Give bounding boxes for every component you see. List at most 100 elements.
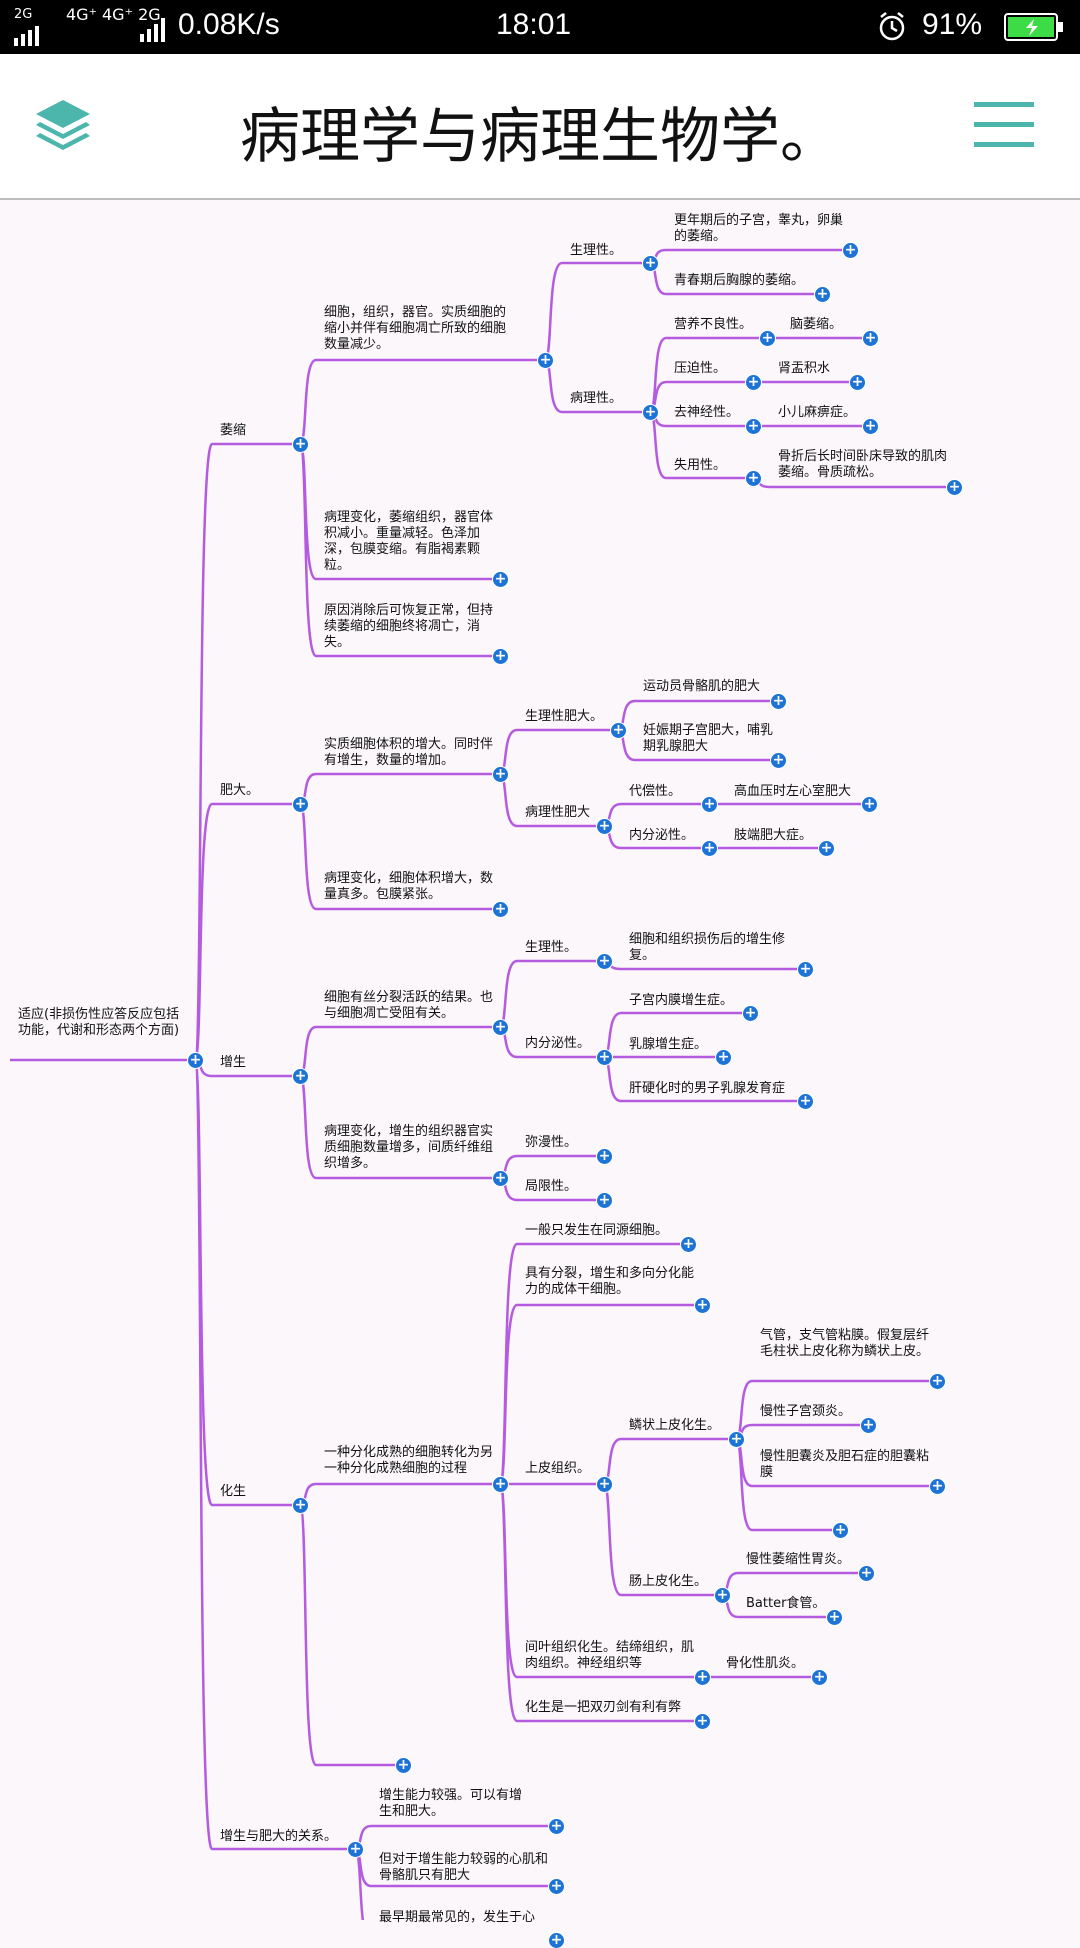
mindmap-node-a-chg[interactable]: 病理变化，萎缩组织，器官体积减小。重量减轻。色泽加深，包膜变缩。有脂褐素颗粒。 <box>324 510 494 573</box>
mindmap-node-p-e2[interactable]: 乳腺增生症。 <box>629 1037 708 1052</box>
expand-plus-icon[interactable]: + <box>493 648 508 664</box>
expand-plus-icon[interactable]: + <box>715 1587 730 1603</box>
mindmap-node-m-sq2[interactable]: 慢性子宫颈炎。 <box>760 1404 852 1419</box>
mindmap-node-a-den[interactable]: 去神经性。 <box>674 405 740 420</box>
expand-plus-icon[interactable]: + <box>293 796 308 812</box>
mindmap-node-h-path[interactable]: 病理性肥大 <box>525 805 591 820</box>
mindmap-node-m-stem[interactable]: 具有分裂，增生和多向分化能力的成体干细胞。 <box>525 1266 695 1297</box>
expand-plus-icon[interactable]: + <box>863 418 878 434</box>
expand-plus-icon[interactable]: + <box>695 1713 710 1729</box>
expand-plus-icon[interactable]: + <box>597 818 612 834</box>
expand-plus-icon[interactable]: + <box>850 374 865 390</box>
mindmap-node-m-dbl[interactable]: 化生是一把双刃剑有利有弊 <box>525 1700 682 1715</box>
expand-plus-icon[interactable]: + <box>702 796 717 812</box>
expand-plus-icon[interactable]: + <box>930 1373 945 1389</box>
mindmap-node-m-sq1[interactable]: 气管，支气管粘膜。假复层纤毛柱状上皮化称为鳞状上皮。 <box>760 1328 930 1359</box>
expand-plus-icon[interactable]: + <box>549 1878 564 1894</box>
mindmap-node-hyper[interactable]: 肥大。 <box>220 783 260 798</box>
mindmap-node-h-comp[interactable]: 代偿性。 <box>629 784 682 799</box>
mindmap-node-m-int[interactable]: 肠上皮化生。 <box>629 1574 708 1589</box>
expand-plus-icon[interactable]: + <box>716 1049 731 1065</box>
menu-icon[interactable] <box>974 100 1036 154</box>
expand-plus-icon[interactable]: + <box>746 374 761 390</box>
mindmap-node-a-pre-e[interactable]: 肾盂积水 <box>778 361 831 376</box>
expand-plus-icon[interactable]: + <box>812 1669 827 1685</box>
mindmap-node-r-3[interactable]: 最早期最常见的，发生于心 <box>379 1910 536 1925</box>
expand-plus-icon[interactable]: + <box>643 404 658 420</box>
expand-plus-icon[interactable]: + <box>695 1297 710 1313</box>
expand-plus-icon[interactable]: + <box>396 1757 411 1773</box>
mindmap-node-h-p2[interactable]: 妊娠期子宫肥大，哺乳期乳腺肥大 <box>643 723 774 754</box>
expand-plus-icon[interactable]: + <box>760 330 775 346</box>
mindmap-node-m-same[interactable]: 一般只发生在同源细胞。 <box>525 1223 669 1238</box>
mindmap-node-rel[interactable]: 增生与肥大的关系。 <box>220 1829 338 1844</box>
mindmap-node-h-end[interactable]: 内分泌性。 <box>629 828 695 843</box>
mindmap-node-p-def[interactable]: 细胞有丝分裂活跃的结果。也与细胞凋亡受阻有关。 <box>324 990 494 1021</box>
expand-plus-icon[interactable]: + <box>493 901 508 917</box>
expand-plus-icon[interactable]: + <box>862 796 877 812</box>
expand-plus-icon[interactable]: + <box>597 953 612 969</box>
mindmap-node-h-chg[interactable]: 病理变化，细胞体积增大，数量真多。包膜紧张。 <box>324 871 494 902</box>
expand-plus-icon[interactable]: + <box>493 1170 508 1186</box>
expand-plus-icon[interactable]: + <box>771 752 786 768</box>
mindmap-node-a-mal-e[interactable]: 脑萎缩。 <box>790 317 843 332</box>
expand-plus-icon[interactable]: + <box>819 840 834 856</box>
mindmap-node-a-phys[interactable]: 生理性。 <box>570 243 623 258</box>
expand-plus-icon[interactable]: + <box>597 1148 612 1164</box>
mindmap-node-m-i1[interactable]: 慢性萎缩性胃炎。 <box>746 1552 851 1567</box>
mindmap-node-p-chg[interactable]: 病理变化，增生的组织器官实质细胞数量增多，间质纤维组织增多。 <box>324 1124 494 1171</box>
expand-plus-icon[interactable]: + <box>293 1068 308 1084</box>
mindmap-node-m-sq[interactable]: 鳞状上皮化生。 <box>629 1418 721 1433</box>
mindmap-node-a-dis-e[interactable]: 骨折后长时间卧床导致的肌肉萎缩。骨质疏松。 <box>778 449 948 480</box>
mindmap-node-a-dis[interactable]: 失用性。 <box>674 458 727 473</box>
expand-plus-icon[interactable]: + <box>843 242 858 258</box>
layers-icon[interactable] <box>32 96 94 158</box>
mindmap-node-p-foc[interactable]: 局限性。 <box>525 1179 578 1194</box>
expand-plus-icon[interactable]: + <box>611 722 626 738</box>
expand-plus-icon[interactable]: + <box>597 1476 612 1492</box>
mindmap-node-p-dif[interactable]: 弥漫性。 <box>525 1135 578 1150</box>
expand-plus-icon[interactable]: + <box>859 1565 874 1581</box>
mindmap-node-a-den-e[interactable]: 小儿麻痹症。 <box>778 405 857 420</box>
expand-plus-icon[interactable]: + <box>863 330 878 346</box>
expand-plus-icon[interactable]: + <box>538 352 553 368</box>
mindmap-node-a-mal[interactable]: 营养不良性。 <box>674 317 753 332</box>
mindmap-node-m-mes[interactable]: 间叶组织化生。结缔组织，肌肉组织。神经组织等 <box>525 1640 695 1671</box>
expand-plus-icon[interactable]: + <box>493 571 508 587</box>
expand-plus-icon[interactable]: + <box>833 1522 848 1538</box>
mindmap-canvas[interactable]: 适应(非损伤性应答反应包括功能，代谢和形态两个方面)+萎缩+肥大。+增生+化生+… <box>0 200 1080 1948</box>
expand-plus-icon[interactable]: + <box>798 1093 813 1109</box>
mindmap-node-m-epi[interactable]: 上皮组织。 <box>525 1461 591 1476</box>
expand-plus-icon[interactable]: + <box>549 1818 564 1834</box>
mindmap-node-atrophy[interactable]: 萎缩 <box>220 423 247 438</box>
mindmap-node-r-1[interactable]: 增生能力较强。可以有增生和肥大。 <box>379 1788 523 1819</box>
expand-plus-icon[interactable]: + <box>493 766 508 782</box>
expand-plus-icon[interactable]: + <box>729 1431 744 1447</box>
expand-plus-icon[interactable]: + <box>681 1236 696 1252</box>
expand-plus-icon[interactable]: + <box>188 1052 203 1068</box>
mindmap-node-h-p1[interactable]: 运动员骨骼肌的肥大 <box>643 679 761 694</box>
expand-plus-icon[interactable]: + <box>743 1005 758 1021</box>
expand-plus-icon[interactable]: + <box>930 1478 945 1494</box>
mindmap-node-h-comp-e[interactable]: 高血压时左心室肥大 <box>734 784 852 799</box>
expand-plus-icon[interactable]: + <box>702 840 717 856</box>
mindmap-node-a-out[interactable]: 原因消除后可恢复正常，但持续萎缩的细胞终将凋亡，消失。 <box>324 603 494 650</box>
expand-plus-icon[interactable]: + <box>771 693 786 709</box>
expand-plus-icon[interactable]: + <box>861 1417 876 1433</box>
mindmap-node-a-def[interactable]: 细胞，组织，器官。实质细胞的缩小并伴有细胞凋亡所致的细胞数量减少。 <box>324 305 507 352</box>
mindmap-node-a-p1[interactable]: 更年期后的子宫，睾丸，卵巢的萎缩。 <box>674 213 844 244</box>
mindmap-node-h-phys[interactable]: 生理性肥大。 <box>525 709 604 724</box>
mindmap-node-p-phys[interactable]: 生理性。 <box>525 940 578 955</box>
expand-plus-icon[interactable]: + <box>493 1019 508 1035</box>
mindmap-node-m-mes-e[interactable]: 骨化性肌炎。 <box>726 1656 805 1671</box>
mindmap-node-root[interactable]: 适应(非损伤性应答反应包括功能，代谢和形态两个方面) <box>18 1007 180 1038</box>
expand-plus-icon[interactable]: + <box>815 286 830 302</box>
mindmap-node-h-end-e[interactable]: 肢端肥大症。 <box>734 828 813 843</box>
expand-plus-icon[interactable]: + <box>746 418 761 434</box>
expand-plus-icon[interactable]: + <box>493 1476 508 1492</box>
mindmap-node-h-def[interactable]: 实质细胞体积的增大。同时伴有增生，数量的增加。 <box>324 737 494 768</box>
expand-plus-icon[interactable]: + <box>643 255 658 271</box>
mindmap-node-a-p2[interactable]: 青春期后胸腺的萎缩。 <box>674 273 805 288</box>
expand-plus-icon[interactable]: + <box>695 1669 710 1685</box>
mindmap-node-a-path[interactable]: 病理性。 <box>570 391 623 406</box>
